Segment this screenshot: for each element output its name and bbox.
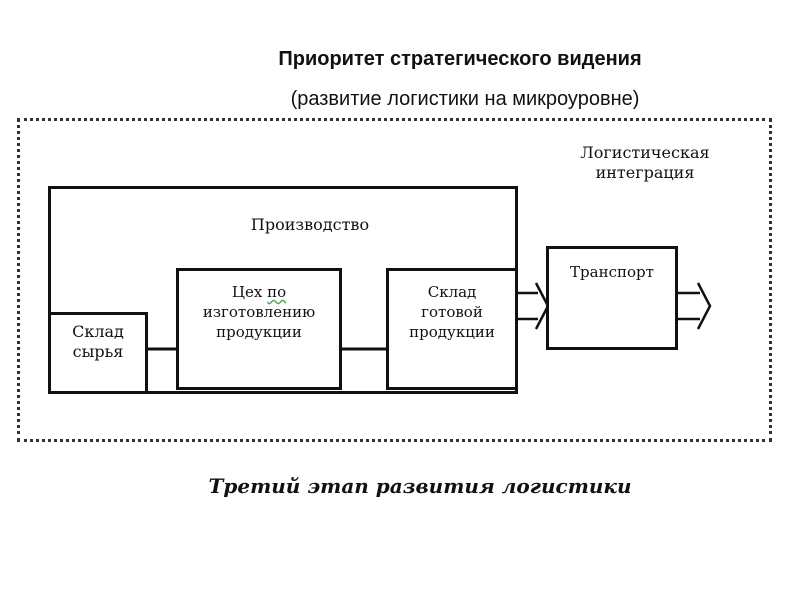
- workshop-line3: продукции: [216, 323, 302, 341]
- finished-warehouse-box: [386, 268, 518, 390]
- finished-warehouse-label: Склад готовой продукции: [388, 282, 516, 342]
- finished-warehouse-line3: продукции: [409, 323, 495, 341]
- arrow-transport-out: [678, 282, 712, 330]
- logistics-integration-frame: [17, 118, 772, 442]
- slide-title: Приоритет стратегического видения: [278, 48, 642, 70]
- transport-box: [546, 246, 678, 350]
- integration-label-line2: интеграция: [595, 163, 695, 182]
- integration-label-line1: Логистическая: [580, 143, 710, 162]
- integration-label: Логистическая интеграция: [560, 143, 730, 183]
- slide-subtitle: (развитие логистики на микроуровне): [290, 88, 640, 110]
- arrow-production-to-transport: [518, 282, 550, 330]
- workshop-label: Цех по изготовлению продукции: [178, 282, 340, 342]
- transport-label: Транспорт: [570, 263, 654, 281]
- workshop-line1: Цех по: [178, 282, 340, 302]
- workshop-line1-b: по: [267, 283, 287, 301]
- diagram-caption: Третий этап развития логистики: [208, 474, 632, 498]
- raw-warehouse-line2: сырья: [72, 342, 124, 361]
- raw-warehouse-box: [48, 312, 148, 394]
- workshop-line2: изготовлению: [202, 303, 316, 321]
- production-label: Производство: [250, 215, 370, 234]
- raw-warehouse-label: Склад сырья: [50, 322, 146, 362]
- finished-warehouse-line1: Склад: [427, 283, 477, 301]
- finished-warehouse-line2: готовой: [421, 303, 483, 321]
- workshop-line1-a: Цех: [231, 283, 268, 301]
- raw-warehouse-line1: Склад: [72, 322, 124, 341]
- workshop-box: [176, 268, 342, 390]
